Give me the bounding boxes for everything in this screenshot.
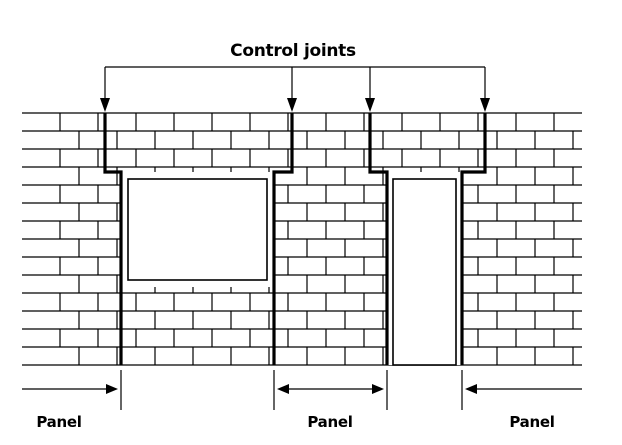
control-joint-left bbox=[103, 113, 123, 365]
arrowhead-icon bbox=[287, 98, 297, 112]
panel-label-right: Panel bbox=[509, 413, 554, 431]
arrowhead-icon bbox=[372, 384, 384, 394]
arrowhead-icon bbox=[365, 98, 375, 112]
panel-dimensions bbox=[22, 370, 582, 410]
window-opening bbox=[121, 172, 274, 287]
arrowhead-icon bbox=[465, 384, 477, 394]
panel-label-center: Panel bbox=[307, 413, 352, 431]
control-joint-lines bbox=[103, 113, 487, 365]
control-joint-center-left bbox=[272, 113, 294, 365]
control-joint-center-right bbox=[368, 113, 389, 365]
panel-label-left: Panel bbox=[36, 413, 81, 431]
arrowhead-icon bbox=[100, 98, 110, 112]
arrowhead-icon bbox=[277, 384, 289, 394]
arrowhead-icon bbox=[106, 384, 118, 394]
arrowhead-icon bbox=[480, 98, 490, 112]
door-opening bbox=[387, 172, 462, 366]
control-joint-right bbox=[460, 113, 487, 365]
control-joint-leaders bbox=[100, 66, 490, 112]
diagram-title: Control joints bbox=[230, 41, 356, 61]
